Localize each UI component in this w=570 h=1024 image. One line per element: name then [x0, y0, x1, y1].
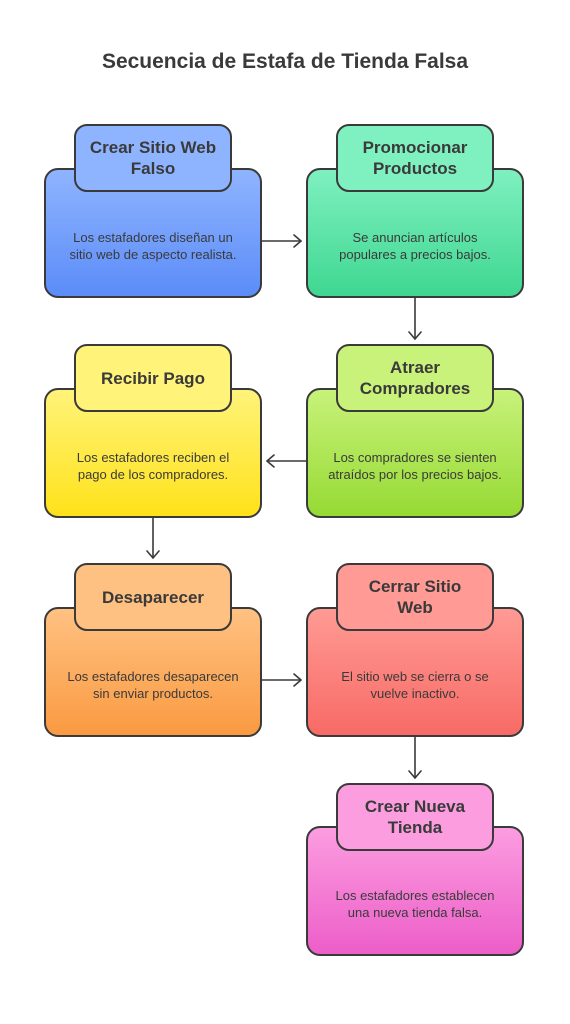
step-description: Los compradores se sienten atraídos por …	[328, 450, 502, 482]
step-label-atraer: Atraer Compradores	[336, 344, 494, 412]
step-label-cerrar-sitio: Cerrar Sitio Web	[336, 563, 494, 631]
step-description: Los estafadores desaparecen sin enviar p…	[67, 669, 239, 701]
arrow-left-3-4	[266, 454, 307, 468]
step-label-recibir-pago: Recibir Pago	[74, 344, 232, 412]
step-description: Los estafadores diseñan un sitio web de …	[69, 230, 237, 262]
step-description: El sitio web se cierra o se vuelve inact…	[341, 669, 489, 701]
step-label-crear-sitio: Crear Sitio Web Falso	[74, 124, 232, 192]
step-description: Se anuncian artículos populares a precio…	[339, 230, 491, 262]
arrow-right-1-2	[261, 234, 302, 248]
diagram-title: Secuencia de Estafa de Tienda Falsa	[101, 50, 469, 73]
step-description: Los estafadores reciben el pago de los c…	[76, 450, 230, 482]
step-label-desaparecer: Desaparecer	[74, 563, 232, 631]
arrow-down-6-7	[408, 736, 422, 779]
step-label-promocionar: Promocionar Productos	[336, 124, 494, 192]
arrow-down-4-5	[146, 517, 160, 559]
arrow-down-2-3	[408, 297, 422, 340]
step-label-nueva-tienda: Crear Nueva Tienda	[336, 783, 494, 851]
step-description: Los estafadores establecen una nueva tie…	[335, 888, 495, 920]
arrow-right-5-6	[261, 673, 302, 687]
